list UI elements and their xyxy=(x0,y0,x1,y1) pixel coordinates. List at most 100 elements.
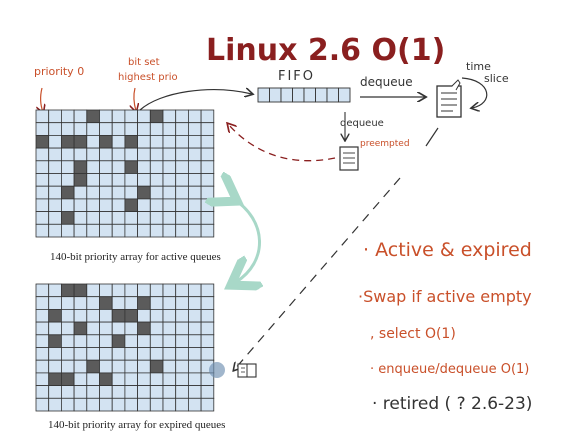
priority-cell xyxy=(35,211,50,225)
priority-cell xyxy=(73,198,88,212)
priority-cell xyxy=(61,308,75,323)
priority-cell xyxy=(200,122,215,136)
priority-cell xyxy=(99,347,113,361)
priority-cell xyxy=(137,160,151,174)
priority-cell xyxy=(162,160,177,174)
expired-insert-marker xyxy=(209,362,225,378)
priority-cell xyxy=(162,147,177,162)
priority-cell xyxy=(99,185,113,200)
priority-cell xyxy=(187,397,202,412)
priority-cell xyxy=(73,185,88,200)
priority-cell xyxy=(162,334,177,348)
priority-cell xyxy=(124,147,139,162)
priority-cell xyxy=(61,160,75,174)
priority-cell-set xyxy=(99,296,113,310)
priority-cell xyxy=(99,334,113,348)
priority-cell xyxy=(162,223,177,238)
priority-cell xyxy=(187,347,202,361)
priority-cell xyxy=(137,397,151,412)
active-array-caption: 140-bit priority array for active queues xyxy=(50,251,221,263)
priority-cell xyxy=(137,109,151,124)
priority-cell xyxy=(48,109,62,124)
priority-cell xyxy=(48,122,62,136)
priority-cell xyxy=(61,397,75,412)
priority-cell-set xyxy=(73,173,88,187)
priority-cell-set xyxy=(111,308,126,323)
fifo-slot xyxy=(315,87,328,103)
priority-cell xyxy=(187,122,202,136)
priority-cell xyxy=(200,308,215,323)
bit-set-label-line2: highest prio xyxy=(118,72,178,83)
priority-cell xyxy=(175,185,189,200)
priority-cell xyxy=(200,147,215,162)
priority-cell xyxy=(187,223,202,238)
priority-cell xyxy=(73,372,88,386)
priority-cell xyxy=(35,372,50,386)
note-select: , select O(1) xyxy=(370,326,456,342)
priority-cell-set xyxy=(137,321,151,336)
priority-cell xyxy=(35,198,50,212)
priority-cell xyxy=(48,185,62,200)
fifo-slot xyxy=(326,87,339,103)
priority-cell-set xyxy=(48,334,62,348)
priority-cell-set xyxy=(61,185,75,200)
expire-arrow xyxy=(234,177,401,370)
priority-cell xyxy=(99,160,113,174)
priority-cell xyxy=(175,109,189,124)
priority-cell xyxy=(35,185,50,200)
priority-cell xyxy=(124,359,139,374)
priority-cell xyxy=(124,334,139,348)
priority-cell xyxy=(175,134,189,149)
priority-cell xyxy=(200,334,215,348)
priority-cell xyxy=(86,122,100,136)
fifo-slot xyxy=(269,87,282,103)
priority-cell xyxy=(99,385,113,399)
priority-cell xyxy=(149,134,164,149)
priority-cell xyxy=(137,359,151,374)
priority-cell xyxy=(187,385,202,399)
fifo-label: FIFO xyxy=(278,69,315,84)
priority-cell xyxy=(149,185,164,200)
preempted-return-arrow xyxy=(228,124,336,162)
priority-cell xyxy=(162,173,177,187)
priority-cell xyxy=(200,198,215,212)
note-active-expired: · Active & expired xyxy=(363,239,532,261)
priority-cell xyxy=(124,109,139,124)
note-swap: ·Swap if active empty xyxy=(358,287,532,306)
priority-cell xyxy=(137,334,151,348)
priority-cell xyxy=(175,296,189,310)
priority-cell-set xyxy=(149,109,164,124)
priority-cell xyxy=(187,296,202,310)
priority-cell xyxy=(111,109,126,124)
priority-cell xyxy=(61,198,75,212)
priority-cell xyxy=(149,397,164,412)
priority-cell xyxy=(111,198,126,212)
priority-cell xyxy=(149,173,164,187)
priority-cell xyxy=(187,283,202,298)
bit-to-fifo-arrow xyxy=(139,90,252,111)
priority-zero-label: priority 0 xyxy=(34,65,84,78)
priority-cell xyxy=(162,283,177,298)
priority-cell xyxy=(200,109,215,124)
priority-cell xyxy=(175,372,189,386)
priority-cell-set xyxy=(99,134,113,149)
fifo-slot xyxy=(292,87,305,103)
priority-cell xyxy=(61,223,75,238)
bit-set-arrow xyxy=(134,87,136,111)
priority-cell xyxy=(162,308,177,323)
expired-array-caption: 140-bit priority array for expired queue… xyxy=(48,419,225,431)
priority-cell xyxy=(48,223,62,238)
priority-cell xyxy=(175,283,189,298)
priority-cell xyxy=(124,372,139,386)
priority-cell xyxy=(162,134,177,149)
priority-cell xyxy=(111,160,126,174)
priority-cell xyxy=(86,173,100,187)
priority-cell xyxy=(162,122,177,136)
priority-cell xyxy=(137,211,151,225)
priority-cell xyxy=(73,308,88,323)
priority-cell xyxy=(111,173,126,187)
priority-cell xyxy=(149,334,164,348)
priority-cell xyxy=(99,211,113,225)
priority-cell xyxy=(86,198,100,212)
priority-cell xyxy=(99,321,113,336)
